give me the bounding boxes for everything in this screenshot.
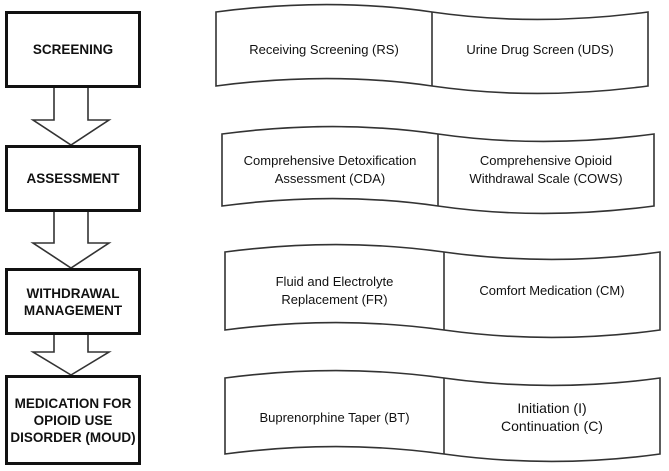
step-label: ASSESSMENT: [26, 171, 120, 186]
step-label: MEDICATION FOR OPIOID USE DISORDER (MOUD…: [10, 395, 136, 445]
down-arrow-1: [30, 86, 112, 146]
step-moud: MEDICATION FOR OPIOID USE DISORDER (MOUD…: [5, 375, 141, 465]
step-label: WITHDRAWAL MANAGEMENT: [23, 285, 123, 318]
item-fluid-electrolyte: Fluid and Electrolyte Replacement (FR): [275, 274, 394, 307]
banner-withdrawal: [224, 243, 661, 339]
step-screening: SCREENING: [5, 11, 141, 88]
step-label: SCREENING: [32, 42, 114, 57]
down-arrow-2: [30, 209, 112, 269]
item-cda: Comprehensive Detoxification Assessment …: [243, 153, 417, 186]
item-urine-drug-screen: Urine Drug Screen (UDS): [466, 42, 614, 57]
step-assessment: ASSESSMENT: [5, 145, 141, 212]
item-comfort-medication: Comfort Medication (CM): [479, 283, 625, 298]
item-initiation-continuation: Initiation (I) Continuation (C): [501, 400, 603, 434]
down-arrow-3: [30, 333, 112, 376]
banner-screening: [215, 3, 649, 95]
item-receiving-screening: Receiving Screening (RS): [249, 42, 399, 57]
banner-assessment: [221, 125, 655, 215]
item-buprenorphine-taper: Buprenorphine Taper (BT): [259, 410, 410, 425]
item-cows: Comprehensive Opioid Withdrawal Scale (C…: [469, 153, 623, 186]
step-withdrawal-management: WITHDRAWAL MANAGEMENT: [5, 268, 141, 335]
banner-moud: [224, 369, 661, 463]
